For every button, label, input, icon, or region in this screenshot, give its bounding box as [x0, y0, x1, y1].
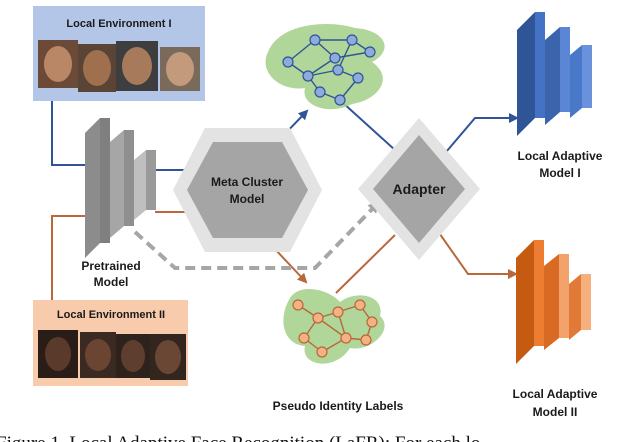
model1-label-line1: Local Adaptive: [518, 149, 603, 163]
face-photo: [38, 40, 78, 88]
adapter-label: Adapter: [393, 181, 446, 197]
graph2-to-adapter-line: [335, 234, 396, 294]
graph1-nodes: [282, 34, 376, 106]
face-photo: [38, 330, 78, 378]
adapter-to-model1-arrow: [434, 113, 519, 166]
graph1-blob: [265, 23, 385, 110]
env1-to-pretrained-line: [51, 101, 85, 166]
pretrained-model-icon: [85, 118, 156, 258]
meta-cluster-label-line1: Meta Cluster: [211, 175, 283, 189]
face-photo: [116, 41, 158, 91]
graph1-to-adapter-line: [341, 101, 396, 151]
cluster-graph-1: [265, 23, 385, 110]
face-photo: [150, 334, 186, 380]
face-photo: [116, 334, 150, 378]
pretrained-label-line2: Model: [94, 275, 129, 289]
pretrained-label-line1: Pretrained: [81, 259, 140, 273]
adapter: Adapter: [358, 118, 480, 260]
local-environment-2-panel: Local Environment II: [33, 300, 188, 386]
model2-label-line1: Local Adaptive: [513, 387, 598, 401]
face-photo: [160, 47, 200, 91]
env2-title: Local Environment II: [57, 309, 165, 321]
cluster-graph-2: [283, 289, 385, 364]
env1-title: Local Environment I: [66, 18, 171, 30]
pseudo-identity-labels: Pseudo Identity Labels: [273, 399, 404, 413]
meta-cluster-model: Meta Cluster Model: [173, 128, 322, 252]
graph2-nodes: [292, 299, 378, 358]
model2-label-line2: Model II: [533, 405, 578, 419]
local-adaptive-model-2-icon: [516, 240, 591, 364]
local-environment-1-panel: Local Environment I: [33, 6, 205, 101]
figure-caption: Figure 1. Local Adaptive Face Recognitio…: [0, 433, 480, 442]
local-adaptive-model-1-icon: [517, 12, 592, 136]
model1-label-line2: Model I: [539, 166, 580, 180]
face-photo: [80, 332, 116, 378]
face-photo: [78, 44, 116, 92]
meta-cluster-label-line2: Model: [230, 192, 265, 206]
adapter-to-model2-arrow: [429, 219, 518, 279]
env2-to-pretrained-line: [51, 215, 85, 300]
